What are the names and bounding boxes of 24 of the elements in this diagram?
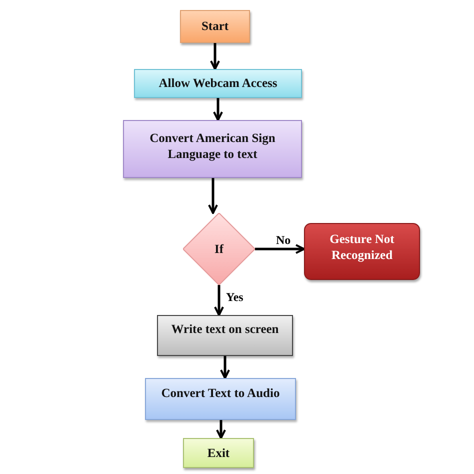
arrow [213,98,223,121]
start-box [180,10,250,43]
box-label: Exit [207,444,230,462]
process-box [157,315,293,356]
process-box [145,378,296,420]
box-label: Convert American Sign Language to text [148,130,276,162]
edge-label: No [275,233,292,248]
process-box [134,69,302,98]
box-label: Convert Text to Audio [161,385,280,402]
arrow [208,178,218,214]
decision-label: If [214,240,224,258]
arrow [214,285,224,316]
box-label: Start [201,18,229,35]
arrow [220,356,230,379]
end-box [183,438,254,468]
error-box [304,223,420,280]
process-box [123,120,302,178]
arrow [255,244,305,254]
box-label: Allow Webcam Access [158,75,278,92]
arrow [216,420,226,439]
box-label: Gesture Not Recognized [328,231,396,264]
edge-label: Yes [225,290,244,304]
box-label: Write text on screen [171,321,279,338]
arrow [210,43,220,70]
